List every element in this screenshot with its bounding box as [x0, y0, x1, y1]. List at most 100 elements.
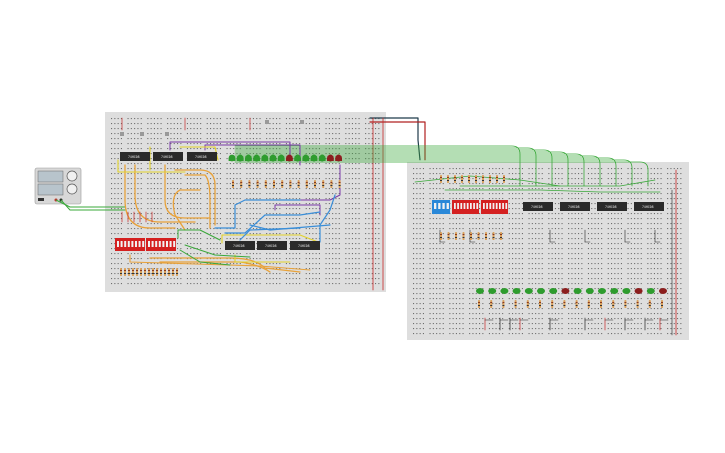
resistor — [624, 300, 627, 308]
svg-text:74HC08: 74HC08 — [128, 155, 140, 159]
svg-text:74HC08: 74HC08 — [161, 155, 173, 159]
resistor — [612, 300, 615, 308]
dip-toggle — [142, 241, 145, 247]
led — [622, 288, 631, 294]
svg-text:74HC08: 74HC08 — [233, 244, 245, 248]
resistor — [470, 232, 472, 240]
resistor — [273, 180, 275, 188]
svg-text:74HC08: 74HC08 — [531, 205, 543, 209]
resistor — [482, 175, 484, 183]
breadboard-holes — [111, 118, 380, 285]
psu-display — [37, 183, 64, 196]
resistor — [128, 268, 130, 276]
wire — [60, 199, 126, 211]
led-base — [245, 158, 252, 161]
resistor — [477, 232, 480, 240]
psu-knob[interactable] — [66, 170, 78, 182]
dip-toggle — [148, 241, 150, 247]
resistor — [461, 175, 463, 183]
wire — [164, 164, 211, 219]
dip-toggle — [131, 241, 134, 247]
svg-text:74HC08: 74HC08 — [195, 155, 207, 159]
dip-toggle — [162, 241, 165, 247]
wire — [319, 194, 336, 243]
resistor — [661, 300, 663, 308]
dip-toggle — [502, 203, 504, 209]
wires[interactable] — [55, 117, 677, 336]
dip-toggle — [505, 203, 508, 209]
chip[interactable]: 74HC08 — [120, 152, 150, 161]
chip[interactable]: 74HC08 — [153, 152, 183, 161]
leds — [228, 154, 667, 294]
chip[interactable]: 74HC08 — [560, 202, 590, 211]
chips[interactable]: 74HC08 74HC08 74HC08 74HC08 74HC08 74HC0… — [120, 152, 664, 250]
power-supply[interactable] — [34, 167, 82, 205]
led-base — [228, 158, 236, 161]
resistor — [468, 175, 470, 183]
led — [598, 288, 606, 294]
chip[interactable]: 74HC08 — [523, 202, 553, 211]
chip[interactable]: 74HC08 — [225, 241, 255, 250]
wire — [444, 189, 661, 193]
led — [634, 288, 643, 294]
psu-switch[interactable] — [38, 198, 44, 201]
wire — [299, 164, 341, 201]
resistor — [168, 268, 170, 276]
dip-toggle — [124, 241, 127, 247]
resistor — [490, 300, 493, 308]
dip-toggle — [138, 241, 141, 247]
dip-switch-blue[interactable] — [432, 200, 450, 214]
led-base — [335, 158, 342, 161]
wire — [184, 174, 211, 229]
resistor — [297, 180, 300, 188]
led-base — [302, 158, 310, 161]
resistor — [322, 180, 325, 188]
wire — [172, 189, 201, 231]
dip-toggle — [463, 203, 466, 209]
led-base — [277, 158, 285, 161]
resistor — [475, 175, 477, 183]
chip[interactable]: 74HC08 — [597, 202, 627, 211]
wire — [134, 164, 196, 223]
resistor — [454, 175, 456, 183]
led-base — [318, 158, 326, 161]
resistor — [164, 268, 166, 276]
push-button — [265, 120, 269, 124]
dip-toggle — [476, 203, 479, 209]
wire — [414, 175, 561, 187]
push-buttons[interactable] — [120, 120, 304, 136]
svg-text:74HC08: 74HC08 — [568, 205, 580, 209]
dip-switches[interactable] — [115, 200, 508, 251]
resistor — [575, 300, 578, 308]
push-button — [120, 132, 124, 136]
breadboard-left[interactable] — [105, 112, 386, 292]
resistor — [248, 180, 251, 188]
chip[interactable]: 74HC08 — [290, 241, 320, 250]
resistor — [232, 180, 234, 188]
wire — [129, 254, 311, 271]
push-button — [165, 132, 169, 136]
resistor — [539, 300, 541, 308]
led — [524, 288, 533, 294]
led — [610, 288, 619, 294]
led-base — [253, 158, 260, 161]
dip-toggle — [438, 203, 441, 209]
resistor — [140, 268, 142, 276]
dip-toggle — [470, 203, 472, 209]
resistor — [455, 232, 457, 240]
wire — [117, 159, 186, 173]
dip-toggle — [135, 241, 137, 247]
breadboard-right[interactable] — [407, 162, 689, 340]
chip[interactable]: 74HC08 — [257, 241, 287, 250]
chip[interactable]: 74HC08 — [634, 202, 664, 211]
dip-toggle — [155, 241, 158, 247]
led-base — [286, 158, 293, 161]
resistor — [136, 268, 138, 276]
led-base — [294, 158, 301, 161]
psu-knob[interactable] — [66, 183, 78, 195]
dip-toggle — [442, 203, 445, 209]
chip[interactable]: 74HC08 — [187, 152, 217, 161]
dip-toggle — [489, 203, 492, 209]
resistor — [148, 268, 150, 276]
